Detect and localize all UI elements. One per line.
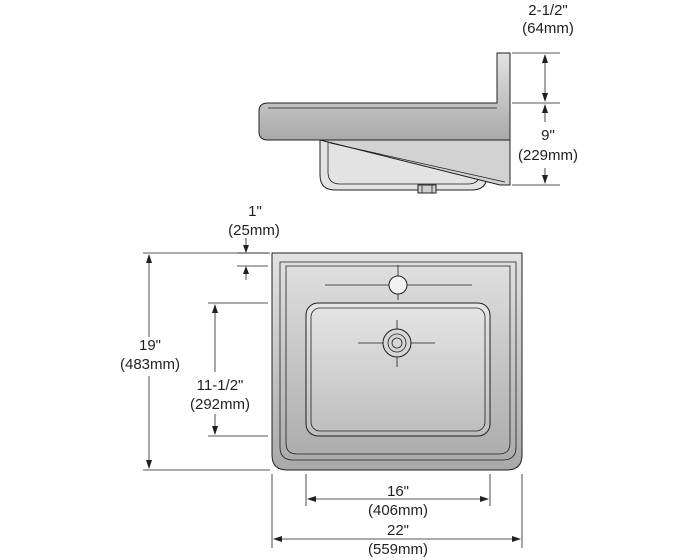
- dim-overall-width-imperial: 22": [387, 522, 409, 539]
- dim-side-height: 9" (229mm): [512, 104, 578, 186]
- dim-bowl-width: 16" (406mm): [305, 474, 491, 519]
- plan-bowl: [305, 302, 491, 437]
- side-drain: [417, 184, 437, 194]
- side-deck: [258, 52, 511, 141]
- dim-overall-width: 22" (559mm): [271, 474, 523, 558]
- dim-bowl-depth: 11-1/2" (292mm): [190, 302, 268, 437]
- dim-bowl-width-metric: (406mm): [368, 502, 428, 519]
- dim-side-height-imperial: 9": [541, 127, 555, 144]
- dim-overall-width-metric: (559mm): [368, 541, 428, 558]
- dim-rim-offset-imperial: 1": [248, 203, 262, 220]
- dim-rim-offset-metric: (25mm): [228, 222, 280, 239]
- dim-bowl-depth-metric: (292mm): [190, 396, 250, 413]
- dim-bowl-width-imperial: 16": [387, 483, 409, 500]
- dim-backsplash-metric: (64mm): [522, 20, 574, 37]
- dim-bowl-depth-imperial: 11-1/2": [197, 377, 244, 394]
- dim-side-height-metric: (229mm): [518, 147, 578, 164]
- side-view: [258, 52, 511, 194]
- dim-overall-depth-metric: (483mm): [120, 356, 180, 373]
- faucet-hole: [325, 265, 472, 300]
- plan-view: [271, 252, 523, 471]
- dim-overall-depth: 19" (483mm): [120, 252, 270, 471]
- dim-backsplash: 2-1/2" (64mm): [512, 2, 574, 104]
- dim-overall-depth-imperial: 19": [139, 337, 161, 354]
- dim-backsplash-imperial: 2-1/2": [528, 2, 568, 19]
- dim-rim-offset: 1" (25mm): [228, 203, 280, 280]
- drain: [358, 320, 435, 367]
